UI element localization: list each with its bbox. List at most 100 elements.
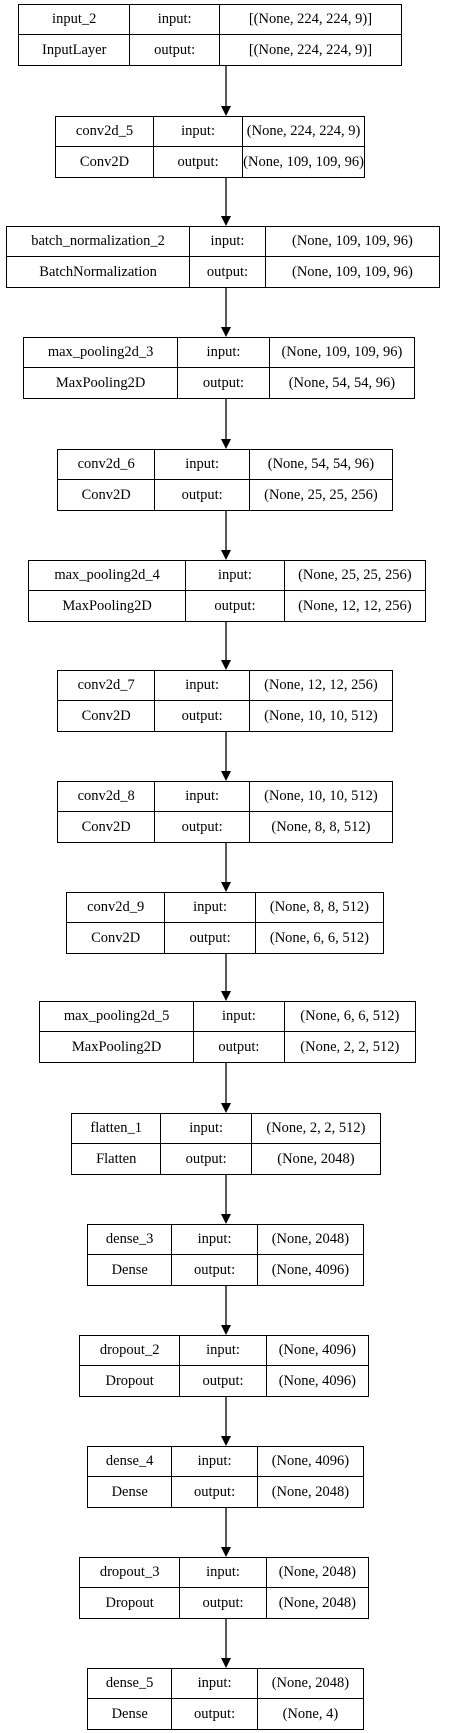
output-label: output: — [172, 1255, 258, 1285]
input-label: input: — [186, 561, 285, 591]
edge-arrowhead — [221, 1658, 231, 1668]
layer-type: BatchNormalization — [7, 257, 191, 287]
layer-type: Conv2D — [58, 812, 156, 842]
layer-name: batch_normalization_2 — [7, 227, 191, 257]
layer-name: dropout_2 — [80, 1336, 181, 1366]
layer-type: Flatten — [72, 1144, 162, 1174]
output-label: output: — [180, 1366, 267, 1396]
edge-arrowhead — [221, 1214, 231, 1224]
layer-name: conv2d_6 — [58, 450, 156, 480]
input-shape: [(None, 224, 224, 9)] — [219, 5, 401, 35]
input-shape: (None, 25, 25, 256) — [284, 561, 425, 591]
layer-type: Dropout — [80, 1366, 181, 1396]
layer-type: Dense — [88, 1255, 173, 1285]
output-shape: (None, 2048) — [278, 1594, 357, 1611]
input-label: input: — [161, 1114, 252, 1144]
layer-name: dense_4 — [88, 1447, 173, 1477]
output-shape: [(None, 224, 224, 9)] — [248, 41, 373, 58]
layer-name: max_pooling2d_4 — [29, 561, 187, 591]
input-shape: (None, 2048) — [266, 1558, 368, 1588]
output-shape: (None, 8, 8, 512) — [271, 818, 371, 835]
output-label: output: — [186, 591, 285, 621]
output-shape: (None, 6, 6, 512) — [269, 929, 369, 946]
layer-name: max_pooling2d_3 — [24, 338, 179, 368]
layer-name: conv2d_8 — [58, 782, 156, 812]
output-label: output: — [190, 257, 266, 287]
layer-type: Dense — [88, 1477, 173, 1507]
output-label: output: — [161, 1144, 252, 1174]
output-label: output: — [155, 812, 250, 842]
edge-arrowhead — [221, 882, 231, 892]
output-shape: (None, 2048) — [271, 1483, 350, 1500]
output-shape: (None, 10, 10, 512) — [264, 707, 378, 724]
input-shape: (None, 109, 109, 96) — [265, 227, 439, 257]
output-shape: (None, 2048) — [277, 1150, 355, 1167]
layer-name: conv2d_5 — [56, 117, 154, 147]
layer-name: input_2 — [19, 5, 131, 35]
input-shape: (None, 2048) — [257, 1225, 363, 1255]
input-shape: (None, 2048) — [257, 1669, 363, 1699]
output-shape: (None, 4) — [282, 1705, 339, 1722]
layer-name: flatten_1 — [72, 1114, 162, 1144]
edge-arrowhead — [221, 660, 231, 670]
edge-arrowhead — [221, 216, 231, 226]
input-label: input: — [172, 1669, 258, 1699]
output-shape: (None, 25, 25, 256) — [264, 486, 378, 503]
output-label: output: — [172, 1699, 258, 1729]
output-label: output: — [155, 701, 250, 731]
input-label: input: — [172, 1447, 258, 1477]
output-shape: (None, 54, 54, 96) — [288, 374, 396, 391]
input-shape: (None, 6, 6, 512) — [284, 1002, 415, 1032]
edge-arrowhead — [221, 439, 231, 449]
input-label: input: — [172, 1225, 258, 1255]
input-label: input: — [153, 117, 244, 147]
layer-type: Conv2D — [56, 147, 154, 177]
edge-arrowhead — [221, 106, 231, 116]
layer-name: conv2d_7 — [58, 671, 156, 701]
input-shape: (None, 8, 8, 512) — [255, 893, 383, 923]
edge-arrowhead — [221, 327, 231, 337]
input-label: input: — [155, 782, 250, 812]
layer-type: MaxPooling2D — [40, 1032, 195, 1062]
input-label: input: — [155, 450, 250, 480]
layer-type: Dropout — [80, 1588, 181, 1618]
edge-arrowhead — [221, 991, 231, 1001]
layer-type: MaxPooling2D — [29, 591, 187, 621]
input-label: input: — [178, 338, 270, 368]
input-shape: (None, 4096) — [257, 1447, 363, 1477]
edge-arrowhead — [221, 1547, 231, 1557]
output-shape: (None, 4096) — [271, 1261, 350, 1278]
layer-type: Conv2D — [67, 923, 166, 953]
input-label: input: — [180, 1558, 267, 1588]
output-label: output: — [194, 1032, 285, 1062]
input-label: input: — [130, 5, 220, 35]
layer-type: Conv2D — [58, 480, 156, 510]
input-label: input: — [194, 1002, 285, 1032]
output-shape: (None, 2, 2, 512) — [300, 1038, 400, 1055]
input-shape: (None, 224, 224, 9) — [243, 117, 364, 147]
input-shape: (None, 2, 2, 512) — [251, 1114, 380, 1144]
layer-name: dense_3 — [88, 1225, 173, 1255]
input-shape: (None, 10, 10, 512) — [249, 782, 392, 812]
output-shape: (None, 4096) — [278, 1372, 357, 1389]
output-label: output: — [154, 147, 244, 177]
output-shape: (None, 109, 109, 96) — [243, 153, 364, 170]
input-shape: (None, 109, 109, 96) — [269, 338, 414, 368]
edge-arrowhead — [221, 1103, 231, 1113]
